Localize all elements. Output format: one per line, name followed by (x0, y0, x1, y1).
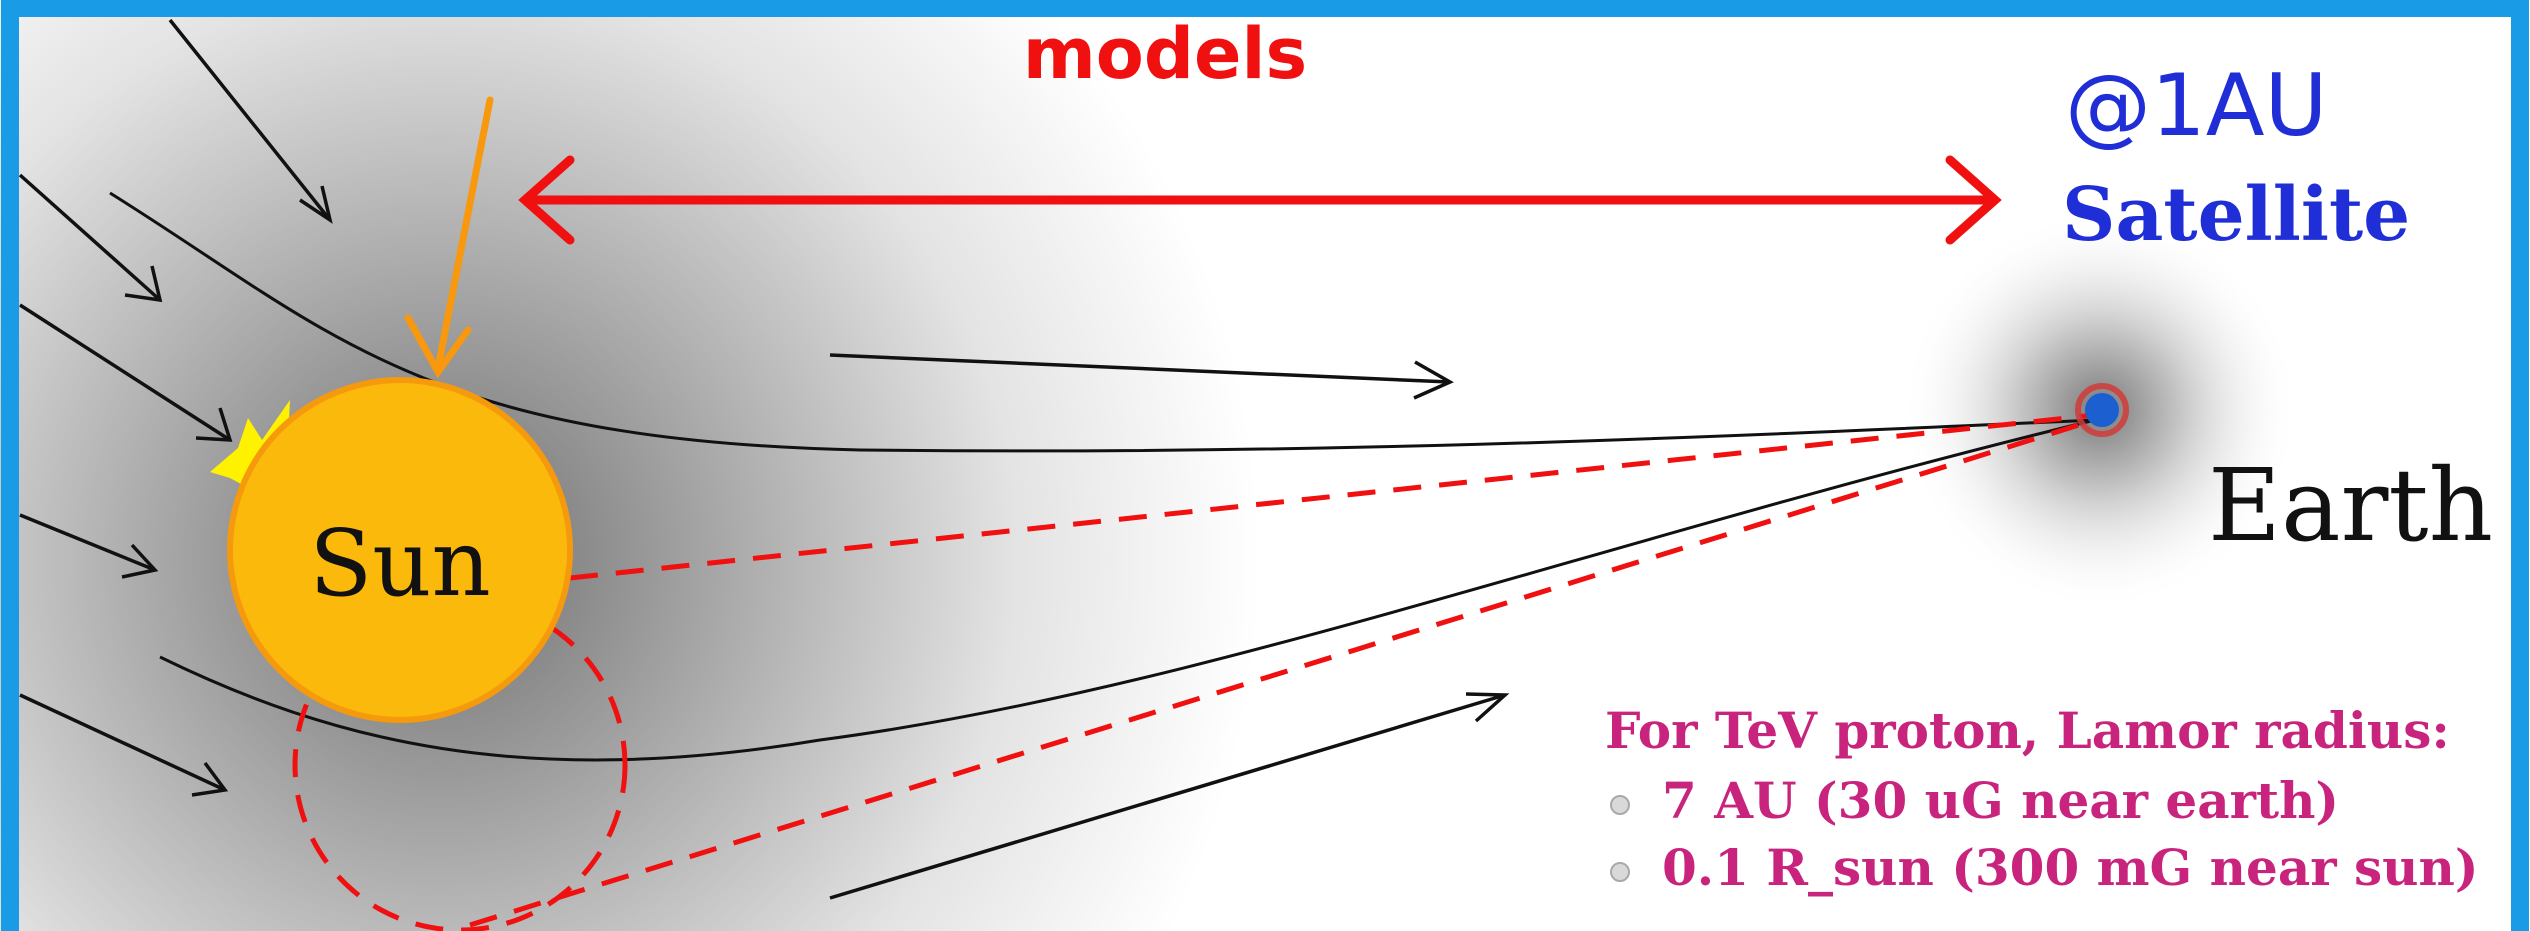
larmor-note: For TeV proton, Lamor radius: 7 AU (30 u… (1605, 701, 2478, 897)
incoming-arrowhead-1 (299, 185, 333, 224)
dashed-sightlines (292, 412, 2096, 931)
field-arrowhead-lower (1465, 692, 1510, 723)
models-label: models (1023, 13, 1307, 95)
note-heading: For TeV proton, Lamor radius: (1605, 701, 2450, 760)
distance-arrow (518, 155, 2002, 245)
au-label: @1AU (2065, 56, 2328, 156)
incoming-arrowhead-2 (124, 265, 163, 303)
trajectory-upper (109, 191, 2096, 453)
incoming-arrow-2 (18, 173, 162, 302)
earth-label: Earth (2208, 447, 2493, 564)
incoming-arrowhead-4 (121, 543, 159, 579)
orange-arrow (404, 96, 494, 379)
trajectory-lower (159, 418, 2096, 762)
incoming-arrows (18, 18, 333, 797)
incoming-arrow-5 (19, 693, 226, 792)
dashed-circle (292, 597, 628, 931)
trajectories (109, 191, 2096, 762)
sun-label: Sun (309, 510, 491, 617)
field-arrows (829, 353, 1510, 900)
note-item-1: 7 AU (30 uG near earth) (1662, 771, 2339, 830)
earth-icon (2085, 393, 2119, 427)
field-arrow-lower (829, 693, 1506, 900)
incoming-arrow-1 (168, 18, 332, 222)
incoming-arrow-4 (19, 513, 156, 572)
orange-arrowhead (404, 314, 472, 379)
earth-ring (2075, 383, 2129, 437)
incoming-arrowhead-3 (195, 407, 233, 442)
orange-arrow-shaft (434, 96, 494, 372)
bullet-icon (1610, 795, 1630, 815)
incoming-arrowhead-5 (191, 761, 229, 797)
field-arrowhead-upper (1413, 360, 1454, 400)
dashed-line-upper (569, 412, 2096, 581)
satellite-label: Satellite (2062, 172, 2410, 258)
field-arrow-upper (829, 353, 1451, 384)
note-item-2: 0.1 R_sun (300 mG near sun) (1662, 838, 2478, 897)
dashed-line-lower (469, 417, 2096, 928)
incoming-arrow-3 (19, 303, 231, 442)
distance-arrowhead-left (518, 155, 575, 245)
distance-arrowhead-right (1945, 155, 2002, 245)
bullet-icon (1610, 862, 1630, 882)
sun-icon (227, 377, 573, 723)
